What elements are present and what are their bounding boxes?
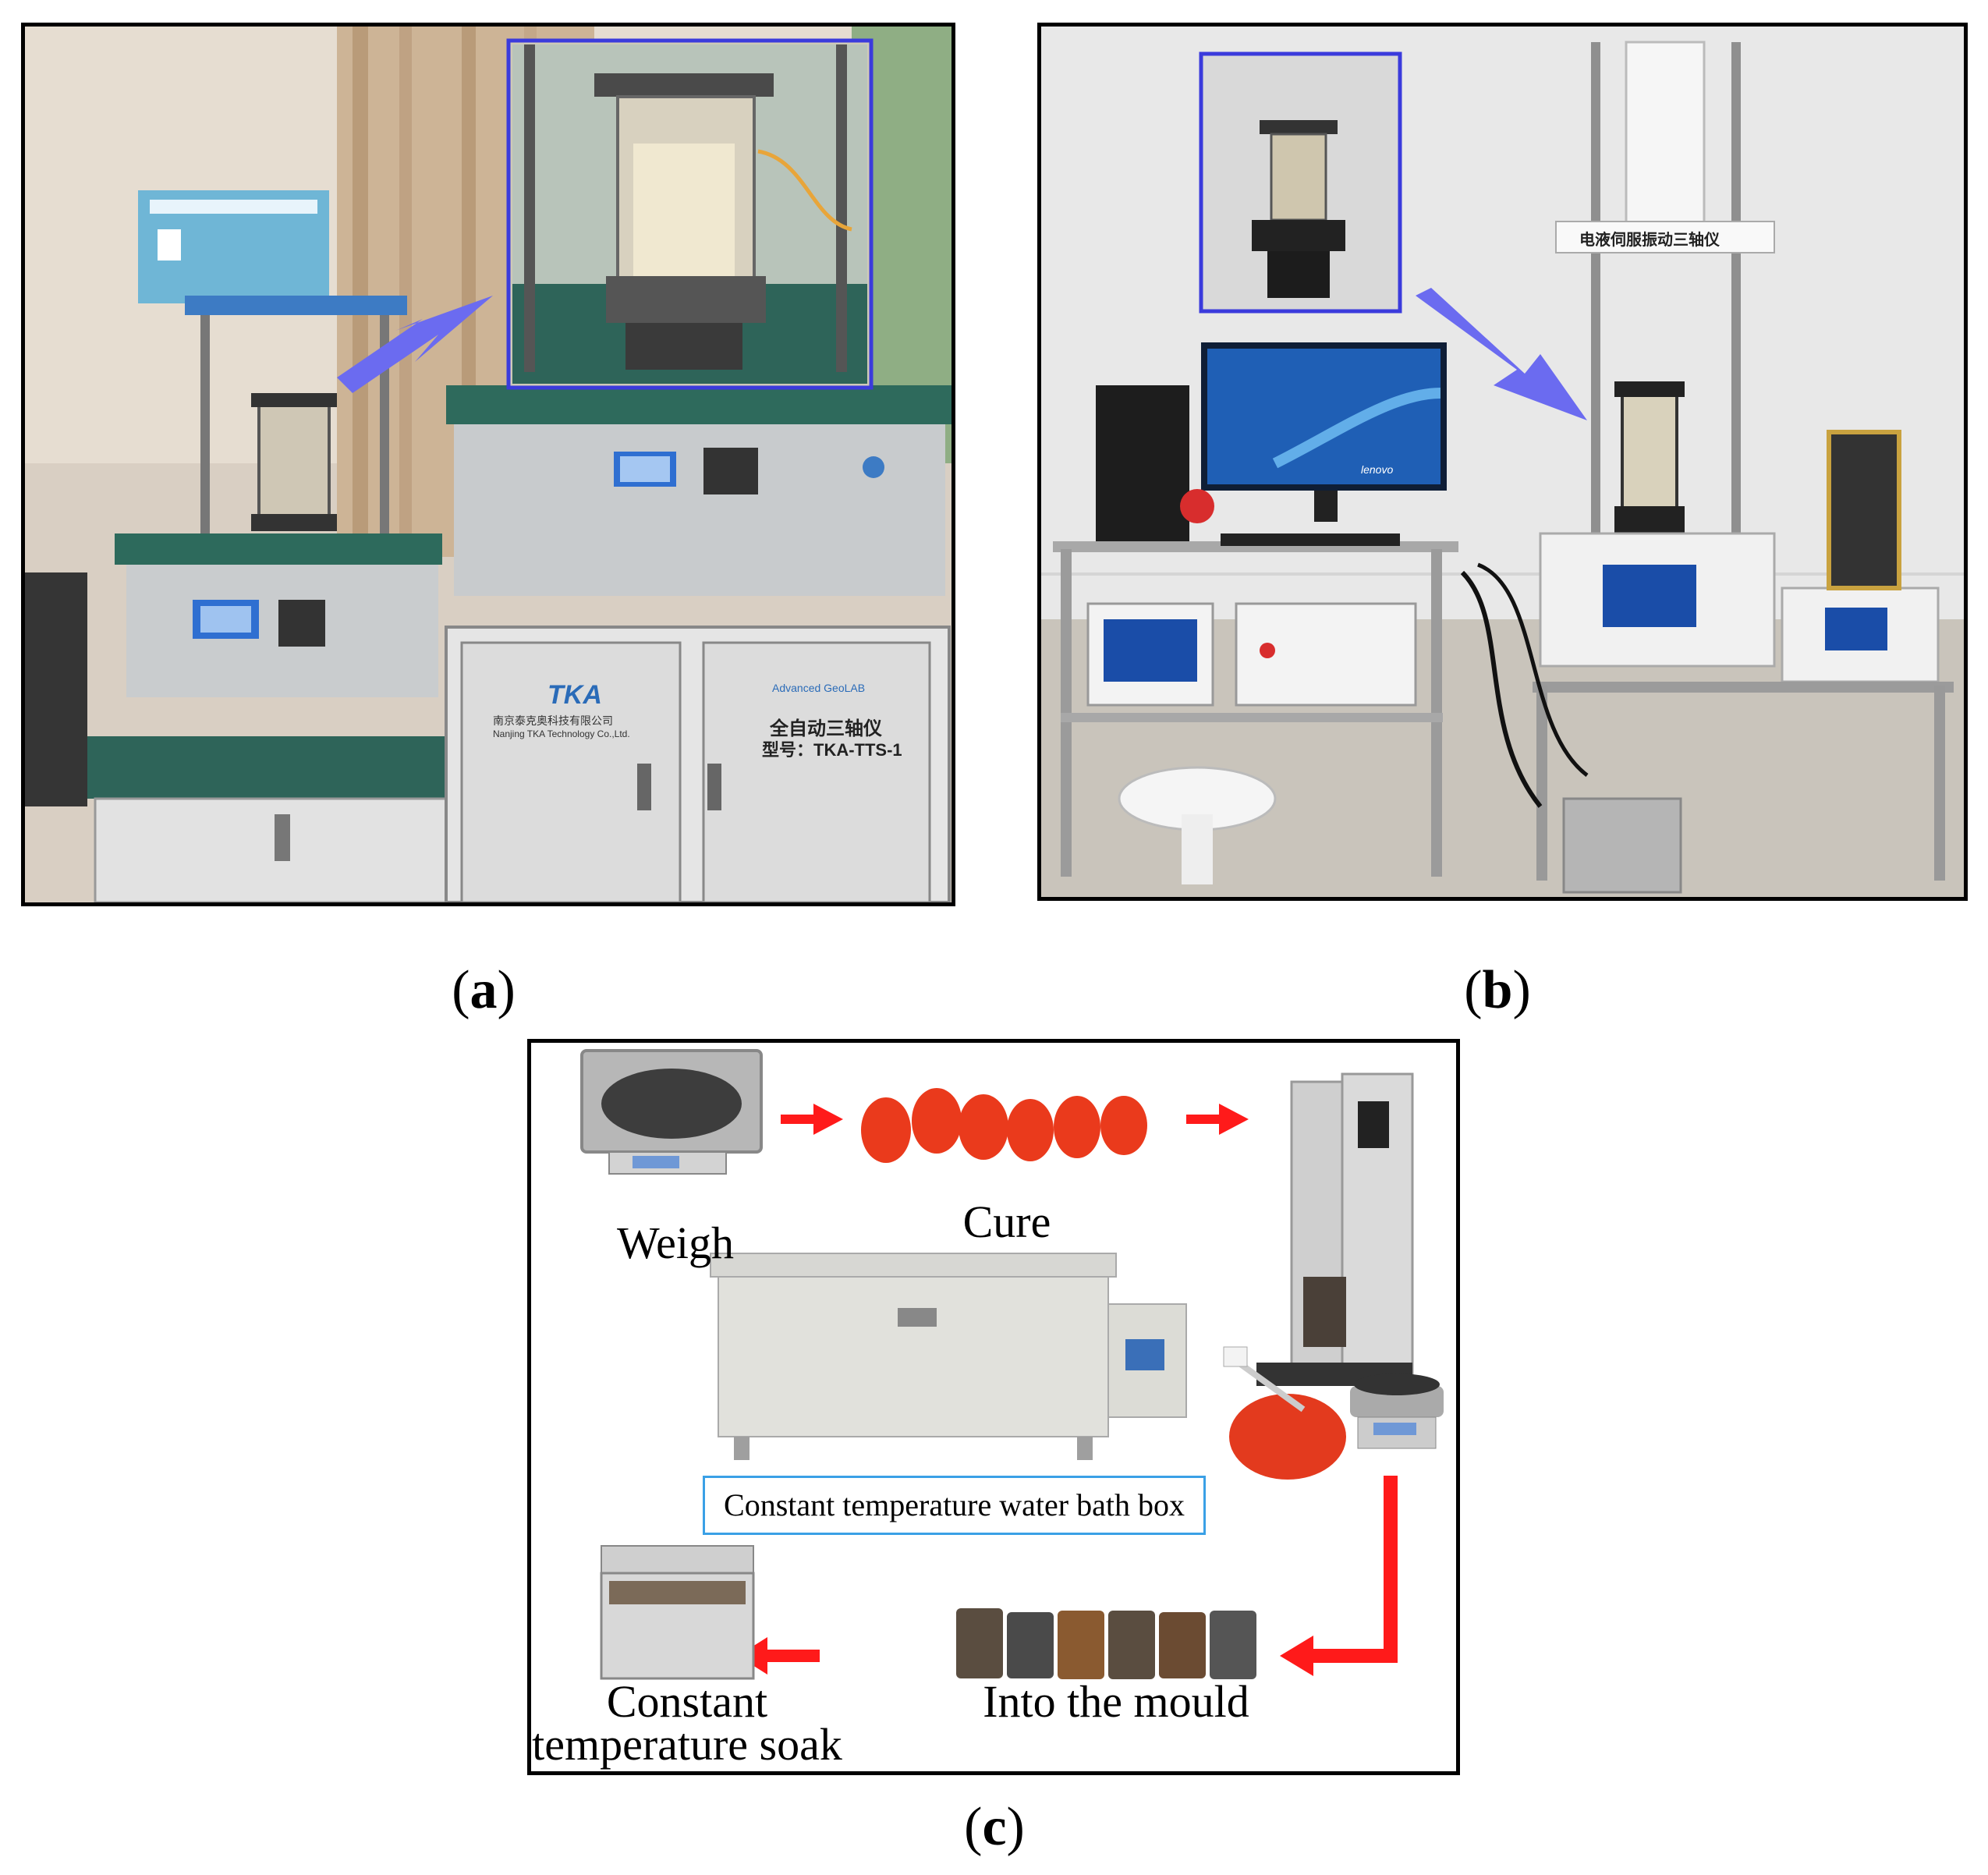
mould-preparation-photo xyxy=(1223,1346,1444,1480)
caption-a: (a) xyxy=(452,960,516,1020)
pointer-arrow xyxy=(337,296,493,393)
step-label-soak-line1: Constant xyxy=(606,1676,768,1727)
water-bath-label: Constant temperature water bath box xyxy=(703,1476,1206,1535)
photo-panel-a: TKA 南京泰克奥科技有限公司 Nanjing TKA Technology C… xyxy=(21,23,955,906)
step-label-mould: Into the mould xyxy=(983,1676,1249,1727)
lab-logo: Advanced GeoLAB xyxy=(772,682,866,694)
pointer-arrow xyxy=(1416,288,1587,420)
process-arrow xyxy=(1186,1104,1249,1135)
monitor-brand: lenovo xyxy=(1361,463,1394,476)
step-label-weigh: Weigh xyxy=(617,1218,734,1268)
company-name-cn: 南京泰克奥科技有限公司 xyxy=(493,714,613,727)
device-name-cn: 电液伺服振动三轴仪 xyxy=(1579,232,1720,249)
step-label-cure: Cure xyxy=(962,1196,1051,1247)
process-panel-c: Weigh Cure Constant temperature water ba… xyxy=(527,1039,1460,1775)
process-arrow xyxy=(781,1104,843,1135)
company-name-en: Nanjing TKA Technology Co.,Ltd. xyxy=(493,728,630,739)
cure-photo xyxy=(861,1088,1147,1163)
lab-photo-triaxial-a xyxy=(25,27,951,902)
step-label-soak-line2: temperature soak xyxy=(532,1719,842,1770)
caption-b: (b) xyxy=(1464,960,1531,1020)
soak-box-photo xyxy=(600,1545,755,1680)
weigh-photo xyxy=(580,1049,763,1175)
device-name-cn: 全自动三轴仪 xyxy=(770,718,882,739)
photo-panel-b: 电液伺服振动三轴仪 lenovo xyxy=(1037,23,1968,901)
water-bath-photo xyxy=(710,1253,1187,1460)
brand-logo: TKA xyxy=(547,680,602,710)
caption-c: (c) xyxy=(964,1797,1025,1857)
process-diagram-c xyxy=(531,1043,1456,1771)
device-model: 型号：TKA-TTS-1 xyxy=(762,740,902,760)
lab-photo-dynamic-triaxial-b xyxy=(1041,27,1964,897)
moulds-photo xyxy=(956,1608,1256,1679)
process-arrow xyxy=(1280,1476,1398,1676)
